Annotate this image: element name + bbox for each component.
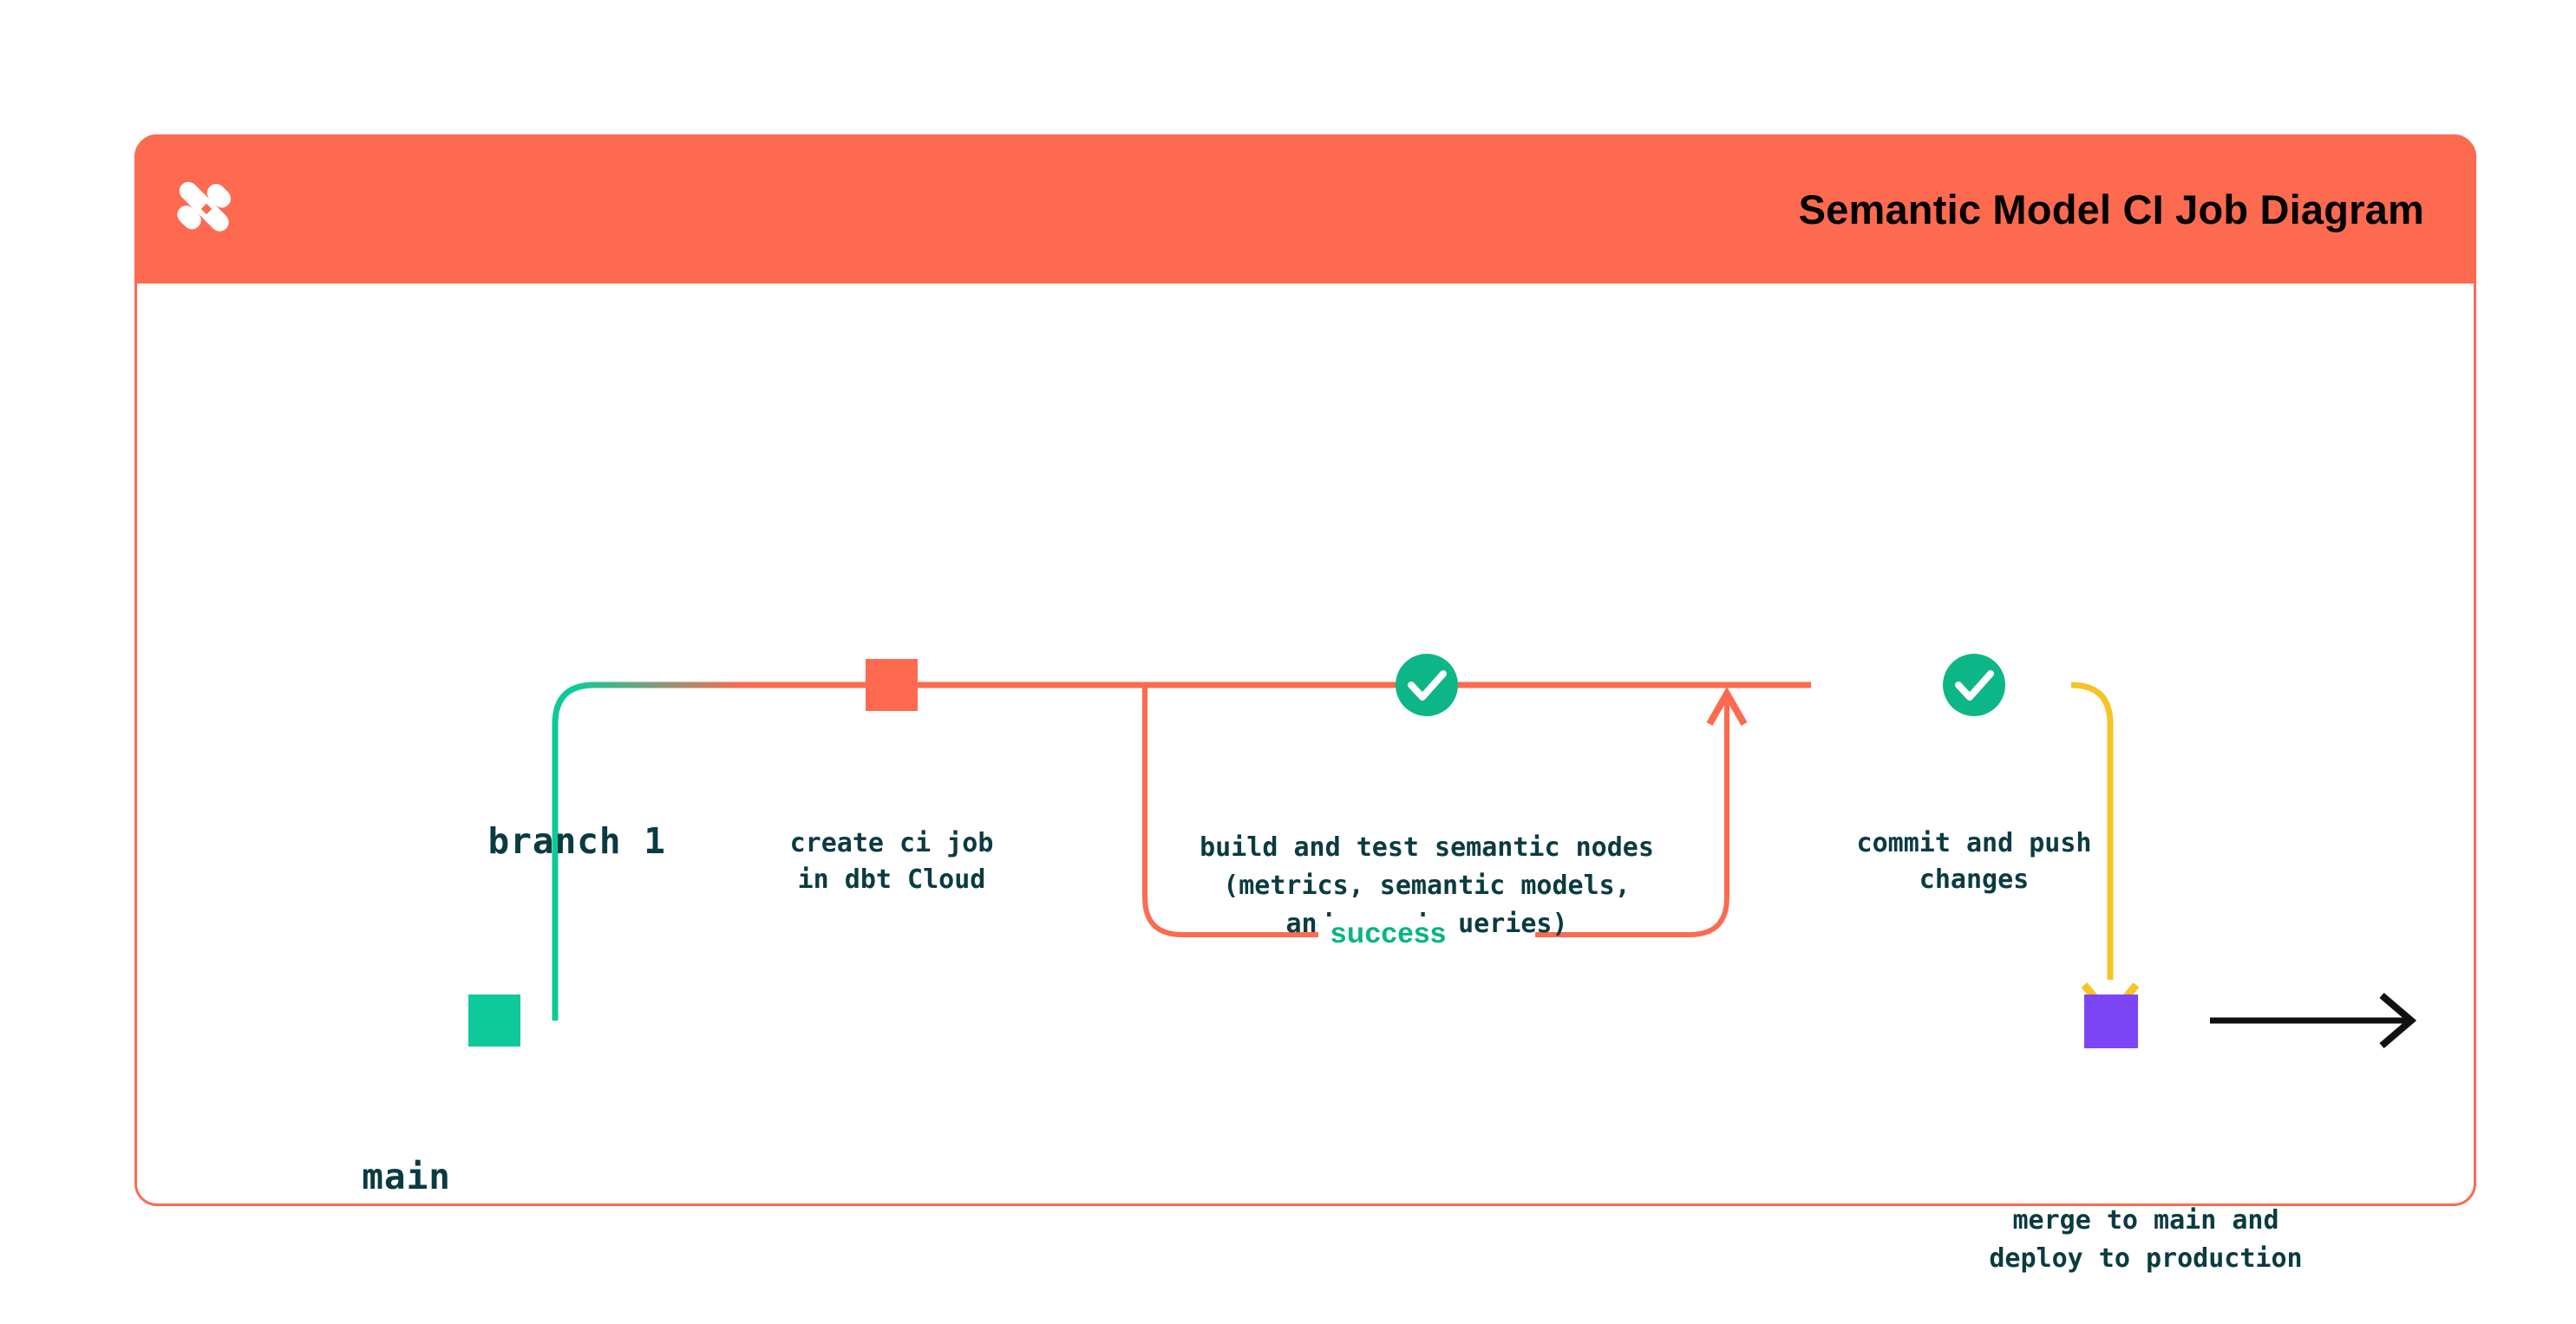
page-title: Semantic Model CI Job Diagram	[1798, 186, 2424, 232]
main-start-marker	[468, 995, 520, 1047]
dbt-x-logo-icon	[177, 181, 232, 232]
lane-label-main: main	[362, 1156, 451, 1197]
build-and-test-check-icon	[1396, 654, 1458, 716]
success-loop-path	[1142, 685, 1748, 937]
commit-and-push-check-icon	[1943, 654, 2005, 716]
create-ci-job-marker	[866, 659, 918, 711]
lane-label-branch-1: branch 1	[487, 820, 666, 862]
diagram-canvas: branch 1 main create ci job in dbt Cloud…	[137, 286, 2474, 1274]
diagram-svg	[468, 654, 2417, 1049]
main-continues-arrow	[2210, 992, 2417, 1049]
branch-fork-path	[552, 682, 744, 1021]
diagram-card: Semantic Model CI Job Diagram	[134, 134, 2476, 1274]
card-header: Semantic Model CI Job Diagram	[134, 134, 2476, 284]
success-edge-label: success	[1318, 916, 1459, 949]
merge-to-main-marker	[2084, 995, 2138, 1048]
